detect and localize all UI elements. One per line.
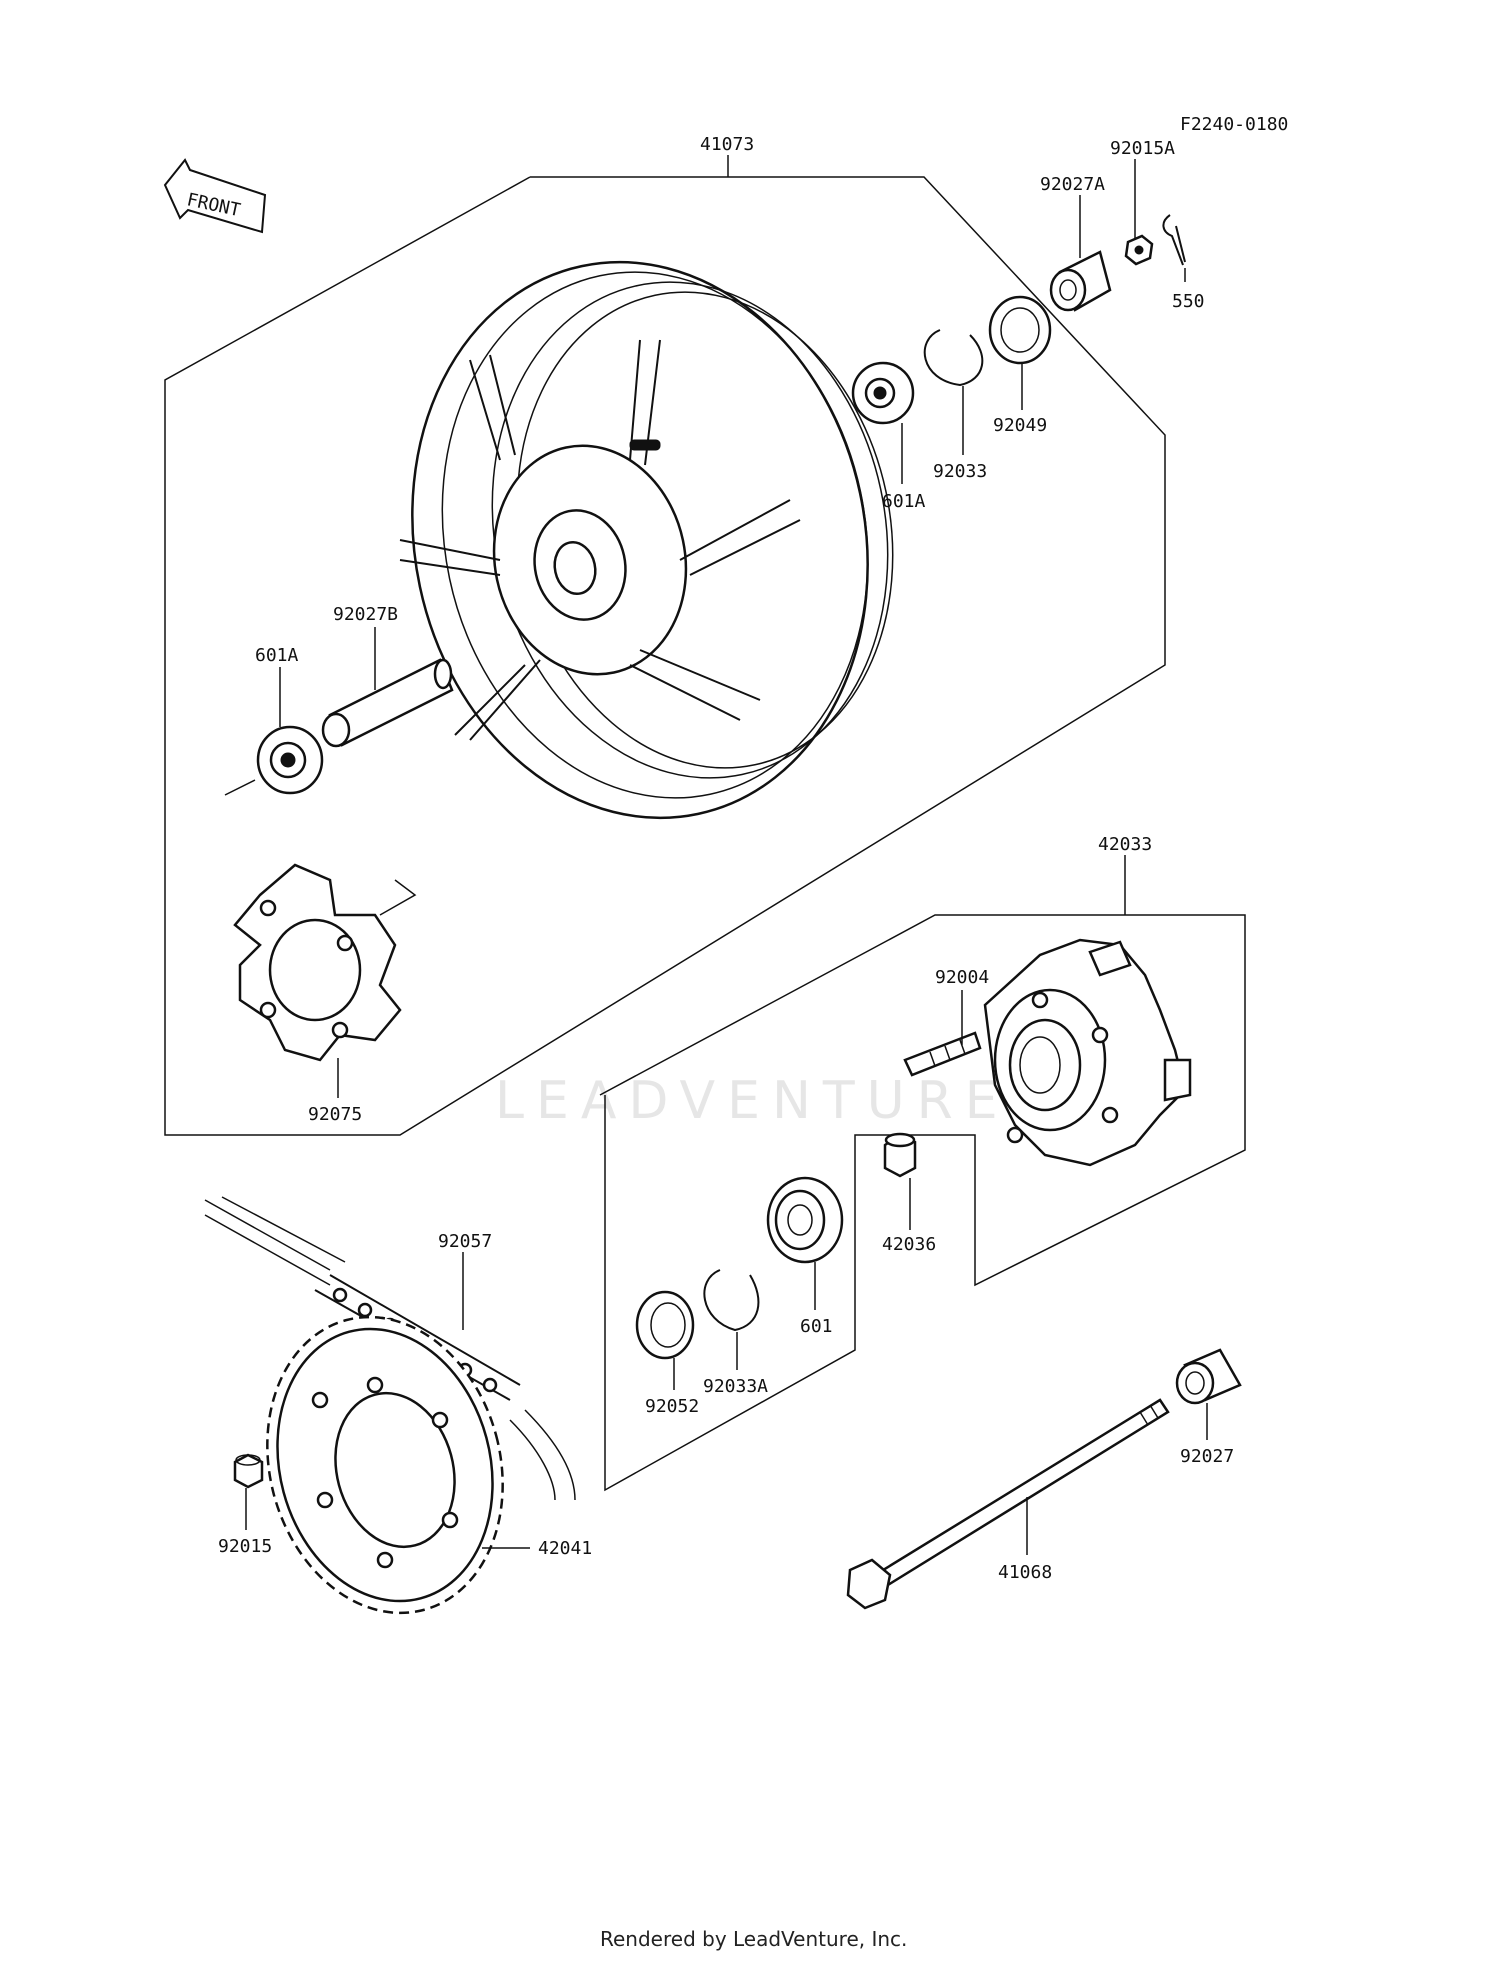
sprocket-42041 xyxy=(266,1315,504,1615)
diagram-code: F2240-0180 xyxy=(1180,114,1288,135)
label-42041: 42041 xyxy=(538,1538,592,1559)
hub-assembly-outline xyxy=(599,914,1246,1492)
wheel-assembly-outline xyxy=(164,176,1166,1136)
bearing-601A-left xyxy=(256,725,324,795)
stud-92004 xyxy=(903,1031,982,1077)
label-92049: 92049 xyxy=(993,415,1047,436)
label-41068: 41068 xyxy=(998,1562,1052,1583)
collar-92027B xyxy=(321,658,454,748)
label-92033A: 92033A xyxy=(703,1376,768,1397)
cotter-pin-550 xyxy=(1162,214,1186,266)
nut-92015 xyxy=(233,1453,264,1489)
watermark: LEADVENTURE xyxy=(495,1071,1010,1131)
sprocket-hub-42033 xyxy=(983,938,1192,1167)
collar-92027A xyxy=(1049,250,1112,312)
label-42036: 42036 xyxy=(882,1234,936,1255)
leader-lines xyxy=(245,159,1208,1555)
seal-92052 xyxy=(635,1290,695,1360)
front-arrow-label: FRONT xyxy=(185,189,243,221)
nut-92015A xyxy=(1124,234,1154,266)
label-550: 550 xyxy=(1172,291,1205,312)
bearing-601A-right xyxy=(851,361,915,425)
damper-92075 xyxy=(233,863,402,1062)
label-92027B: 92027B xyxy=(333,604,398,625)
bearing-601 xyxy=(766,1176,844,1264)
circlip-92033A xyxy=(703,1269,760,1332)
axle-41068 xyxy=(846,1398,1170,1610)
part-labels: 41073 92015A 92027A 550 92049 92033 601A… xyxy=(218,134,1234,1583)
label-92033: 92033 xyxy=(933,461,987,482)
collar-92027 xyxy=(1175,1348,1242,1405)
label-92015: 92015 xyxy=(218,1536,272,1557)
front-arrow-icon: FRONT xyxy=(163,158,267,234)
bracket-left-upper xyxy=(224,779,256,796)
label-92052: 92052 xyxy=(645,1396,699,1417)
label-92027A: 92027A xyxy=(1040,174,1105,195)
nut-42036 xyxy=(883,1132,917,1178)
watermark-text: LEADVENTURE xyxy=(495,1071,1010,1131)
label-92015A: 92015A xyxy=(1110,138,1175,159)
rear-wheel xyxy=(399,260,894,820)
label-601: 601 xyxy=(800,1316,833,1337)
label-92027: 92027 xyxy=(1180,1446,1234,1467)
label-92075: 92075 xyxy=(308,1104,362,1125)
label-92004: 92004 xyxy=(935,967,989,988)
seal-92049 xyxy=(988,295,1052,365)
label-601A-left: 601A xyxy=(255,645,299,666)
footer-credit: Rendered by LeadVenture, Inc. xyxy=(600,1927,907,1951)
bracket-left-lower xyxy=(379,879,417,916)
label-42033: 42033 xyxy=(1098,834,1152,855)
label-41073: 41073 xyxy=(700,134,754,155)
label-92057: 92057 xyxy=(438,1231,492,1252)
circlip-92033 xyxy=(923,329,984,387)
label-601A-right: 601A xyxy=(882,491,926,512)
